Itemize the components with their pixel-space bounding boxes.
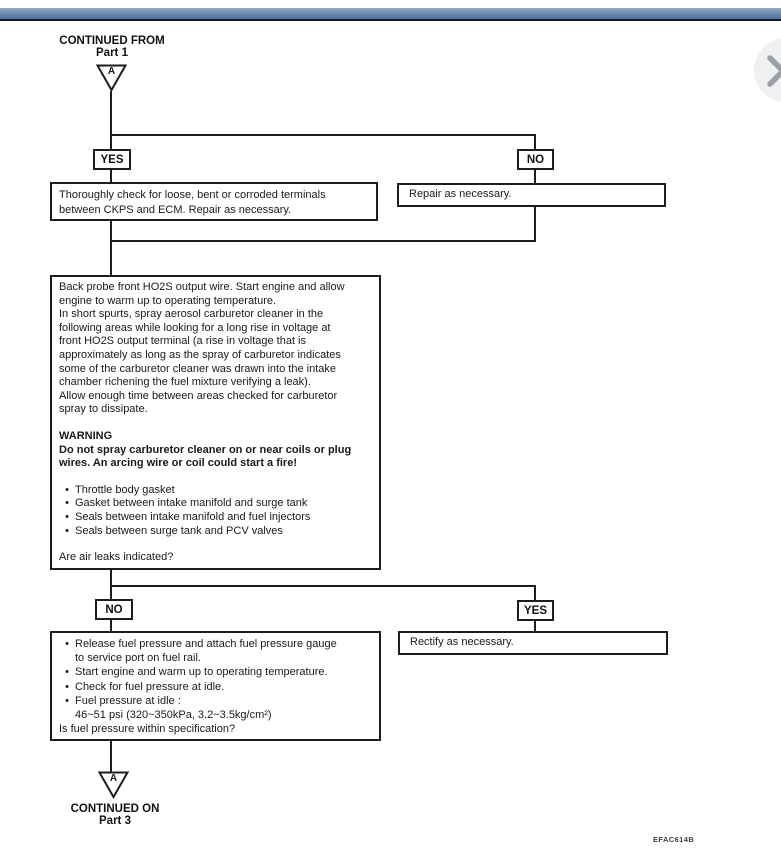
bullet-icon: •	[65, 510, 69, 523]
warning-title: WARNING	[59, 429, 113, 442]
connector-a-top: A	[96, 64, 127, 92]
connector-a-bottom-letter: A	[109, 773, 118, 784]
check-terminals-box: Thoroughly check for loose, bent or corr…	[50, 182, 378, 221]
list-item: • Seals between surge tank and PCV valve…	[59, 525, 372, 539]
triangle-down-icon	[96, 64, 127, 92]
rectify-text: Rectify as necessary.	[410, 636, 514, 648]
bullet-icon: •	[65, 666, 69, 679]
warning-body: Do not spray carburetor cleaner on or ne…	[59, 443, 352, 470]
air-leak-test-box: Back probe front HO2S output wire. Start…	[50, 275, 381, 570]
list-item: • Gasket between intake manifold and sur…	[59, 497, 372, 511]
list-item: • Fuel pressure at idle : 46~51 psi (320…	[59, 694, 372, 722]
connector-line	[110, 739, 112, 773]
triangle-down-icon	[98, 771, 129, 799]
list-item: • Seals between intake manifold and fuel…	[59, 511, 372, 525]
repair-text: Repair as necessary.	[409, 188, 512, 200]
fuel-pressure-box: • Release fuel pressure and attach fuel …	[50, 631, 381, 741]
rectify-box: Rectify as necessary.	[398, 631, 668, 655]
bullet-icon: •	[65, 524, 69, 537]
continued-from-line1: CONTINUED FROM	[59, 35, 165, 47]
list-item: • Check for fuel pressure at idle.	[59, 680, 372, 694]
bullet-icon: •	[65, 638, 69, 650]
chevron-right-icon	[767, 55, 781, 87]
list-item: • Release fuel pressure and attach fuel …	[59, 637, 372, 665]
bullet-icon: •	[65, 497, 69, 510]
connector-line	[110, 585, 536, 587]
check-terminals-text: Thoroughly check for loose, bent or corr…	[59, 189, 326, 216]
continued-on-label: CONTINUED ON Part 3	[45, 803, 185, 827]
continued-from-label: CONTINUED FROM Part 1	[42, 35, 182, 59]
branch1-yes-tag: YES	[93, 149, 131, 170]
continued-on-line2: Part 3	[99, 815, 131, 827]
title-bar	[0, 8, 781, 21]
connector-line	[110, 220, 112, 276]
connector-line	[110, 91, 112, 183]
branch2-no-tag: NO	[95, 599, 133, 620]
fuel-pressure-steps: • Release fuel pressure and attach fuel …	[59, 637, 372, 722]
connector-line	[534, 205, 536, 242]
next-page-button[interactable]	[754, 38, 781, 102]
connector-line	[110, 134, 536, 136]
air-leak-question: Are air leaks indicated?	[59, 551, 174, 564]
bullet-icon: •	[65, 694, 69, 707]
air-leak-instructions: Back probe front HO2S output wire. Start…	[59, 281, 345, 416]
branch1-no-tag: NO	[517, 149, 554, 170]
air-leak-check-list: • Throttle body gasket • Gasket between …	[59, 484, 372, 538]
connector-a-top-letter: A	[107, 66, 116, 77]
bullet-icon: •	[65, 483, 69, 496]
fuel-pressure-question: Is fuel pressure within specification?	[59, 723, 236, 736]
branch2-yes-tag: YES	[517, 600, 554, 621]
repair-box: Repair as necessary.	[397, 183, 666, 207]
continued-from-line2: Part 1	[96, 47, 128, 59]
continued-on-line1: CONTINUED ON	[70, 803, 160, 815]
list-item: • Start engine and warm up to operating …	[59, 665, 372, 679]
bullet-icon: •	[65, 680, 69, 693]
connector-a-bottom: A	[98, 771, 129, 799]
list-item: • Throttle body gasket	[59, 484, 372, 498]
connector-line	[110, 240, 536, 242]
figure-code: EFAC614B	[653, 835, 695, 844]
